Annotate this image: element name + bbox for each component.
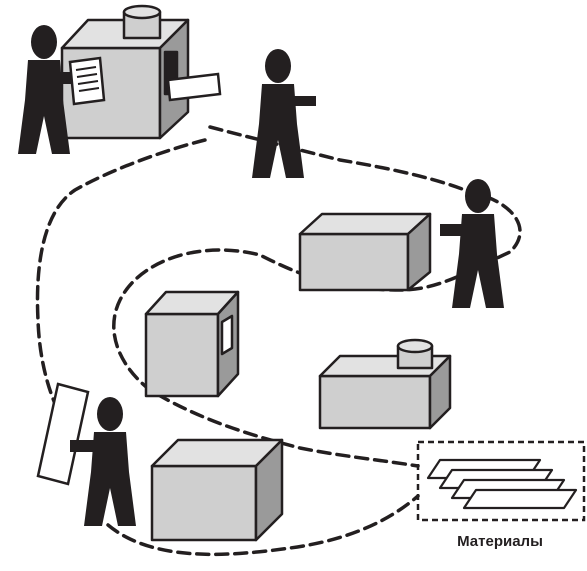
materials-area — [416, 440, 586, 522]
checklist-icon — [68, 56, 106, 106]
worker-walking — [252, 49, 316, 178]
workflow-path-bottom — [106, 494, 420, 557]
materials-stack-icon — [426, 458, 578, 510]
output-sheet — [166, 72, 222, 102]
materials-label: Материалы — [457, 533, 543, 550]
machine-right-long — [298, 212, 432, 292]
worker-right — [440, 179, 504, 308]
machine-cabinet — [144, 290, 240, 398]
machine-with-cylinder — [318, 338, 452, 430]
machine-top-left — [60, 4, 190, 140]
machine-bottom — [150, 438, 284, 542]
worker-carrying-board — [70, 397, 136, 526]
carried-board — [36, 382, 90, 486]
workflow-path-return — [35, 138, 207, 442]
